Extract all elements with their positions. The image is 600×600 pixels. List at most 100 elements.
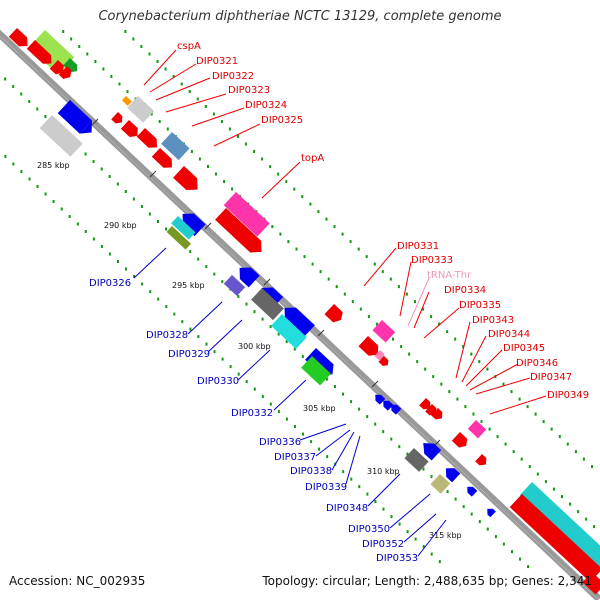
gene-feature — [425, 404, 437, 416]
tick-dot — [366, 415, 369, 419]
tick-dot — [561, 495, 563, 499]
gene-label: DIP0321 — [196, 56, 238, 67]
tick-dot — [150, 112, 153, 116]
tick-dot — [181, 320, 184, 324]
gene-label: DIP0335 — [459, 300, 501, 311]
tick-dot — [591, 465, 593, 469]
gene-label: DIP0345 — [503, 343, 545, 354]
tick-dot — [326, 455, 329, 459]
tick-dot — [414, 300, 416, 304]
tick-dot — [478, 520, 481, 524]
tick-dot — [245, 380, 248, 384]
tick-dot — [269, 325, 272, 329]
tick-dot — [108, 175, 111, 178]
tick-dot — [511, 550, 513, 554]
gene-label: DIP0332 — [231, 408, 273, 419]
tick-dot — [165, 305, 168, 309]
gene-feature — [430, 474, 451, 494]
gene-feature — [271, 314, 307, 349]
tick-dot — [261, 157, 264, 161]
genome-summary: Topology: circular; Length: 2,488,635 bp… — [262, 574, 592, 588]
tick-dot — [438, 322, 441, 326]
tick-dot — [229, 365, 232, 369]
tick-dot — [552, 487, 555, 491]
tick-dot — [544, 480, 547, 484]
tick-dot — [462, 345, 465, 349]
tick-dot — [366, 492, 369, 496]
tick-dot — [550, 427, 553, 431]
kbp-label: 310 kbp — [367, 467, 400, 476]
gene-feature — [239, 267, 260, 288]
gene-feature — [8, 28, 28, 47]
tick-dot — [301, 195, 304, 199]
tick-dot — [310, 440, 313, 444]
tick-dot — [358, 407, 361, 411]
tick-dot — [293, 347, 296, 351]
gene-label: DIP0352 — [362, 539, 404, 550]
tick-dot — [78, 45, 81, 48]
gene-label: DIP0326 — [89, 278, 131, 289]
gene-feature — [423, 443, 442, 461]
gene-feature — [284, 307, 315, 337]
tick-dot — [577, 510, 580, 514]
tick-dot — [180, 82, 183, 86]
tick-dot — [486, 527, 489, 531]
tick-dot — [512, 450, 515, 454]
tick-dot — [373, 262, 376, 266]
tick-dot — [406, 452, 409, 456]
gene-label: DIP0331 — [397, 241, 439, 252]
forward-gene-labels: cspA DIP0321 DIP0322 DIP0323 DIP0324 DIP… — [177, 41, 589, 401]
tick-dot — [124, 30, 127, 33]
tick-dot — [422, 545, 425, 549]
tick-dot — [488, 427, 491, 431]
tick-dot — [84, 230, 87, 233]
tick-dot — [542, 420, 545, 424]
tick-dot — [414, 537, 417, 541]
reverse-leaders — [133, 247, 447, 557]
tick-dot — [405, 292, 408, 296]
tick-dot — [351, 300, 354, 304]
tick-dot — [20, 92, 23, 96]
gene-label: DIP0322 — [212, 71, 254, 82]
tick-dot — [566, 442, 569, 446]
gene-feature — [26, 40, 52, 64]
gene-label: DIP0347 — [530, 372, 572, 383]
gene-feature — [582, 572, 600, 595]
tick-dots — [4, 30, 596, 569]
gene-feature — [57, 100, 92, 134]
tick-dot — [189, 250, 192, 254]
tick-dot — [279, 232, 282, 236]
reverse-gene-labels: DIP0326 DIP0328 DIP0329 DIP0330 DIP0332 … — [89, 278, 418, 564]
gene-feature — [121, 96, 132, 106]
tick-dot — [245, 302, 248, 306]
tick-dot — [303, 255, 306, 259]
tick-dot — [342, 392, 344, 396]
tick-dot — [309, 202, 312, 206]
tick-dot — [430, 315, 433, 319]
tick-dot — [390, 437, 393, 441]
gene-feature — [223, 275, 246, 297]
tick-dot — [325, 217, 328, 221]
tick-dot — [231, 187, 234, 191]
gene-label: DIP0333 — [411, 255, 453, 266]
tick-dot — [188, 90, 191, 93]
tick-dot — [382, 430, 385, 434]
tick-dot — [198, 157, 201, 161]
tick-dot — [44, 192, 47, 196]
tick-dot — [196, 97, 199, 101]
gene-feature — [419, 398, 431, 410]
tick-dot — [472, 412, 475, 416]
tick-dot — [464, 405, 467, 409]
tick-dot — [141, 282, 144, 286]
tick-dot — [446, 490, 449, 494]
tick-dot — [480, 420, 483, 424]
tick-dot — [398, 445, 401, 449]
tick-dot — [350, 400, 353, 404]
tick-dot — [228, 127, 231, 131]
tick-dot — [397, 285, 400, 289]
gene-label: DIP0350 — [348, 524, 390, 535]
tick-dot — [358, 485, 361, 489]
tick-dot — [76, 222, 79, 226]
gene-label: DIP0343 — [472, 315, 514, 326]
tick-dot — [173, 312, 176, 316]
